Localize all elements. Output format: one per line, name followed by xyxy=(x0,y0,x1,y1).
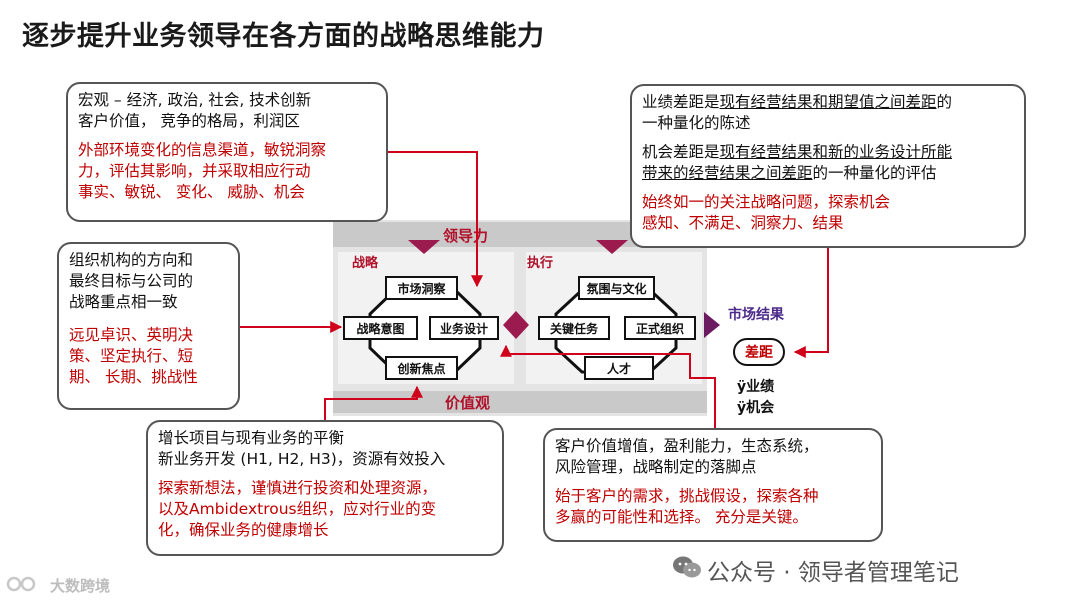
node-innovation-focus: 创新焦点 xyxy=(385,356,458,380)
callout-text: 客户价值增值，盈利能力，生态系统， xyxy=(555,437,819,455)
result-item-performance: ÿ业绩 xyxy=(737,379,775,395)
node-business-design: 业务设计 xyxy=(429,316,499,340)
callout-text: 期、 长期、挑战性 xyxy=(69,368,198,386)
page-title: 逐步提升业务领导在各方面的战略思维能力 xyxy=(22,21,545,52)
callout-text: 机会差距是现有经营结果和新的业务设计所能 xyxy=(642,143,953,161)
callout-text: 始终如一的关注战略问题，探索机会 xyxy=(642,193,891,211)
callout-text: 增长项目与现有业务的平衡 xyxy=(158,429,345,447)
callout-text: 战略重点相一致 xyxy=(69,293,178,311)
wechat-icon xyxy=(672,554,702,580)
node-key-tasks: 关键任务 xyxy=(538,316,610,340)
node-talent: 人才 xyxy=(584,356,654,380)
callout-text: 始于客户的需求，挑战假设，探索各种 xyxy=(555,487,819,505)
node-formal-organization: 正式组织 xyxy=(624,316,696,340)
result-item-opportunity: ÿ机会 xyxy=(737,400,775,416)
callout-text: 策、坚定执行、短 xyxy=(69,347,194,365)
leadership-label: 领导力 xyxy=(443,227,489,245)
callout-text: 宏观 – 经济, 政治, 社会, 技术创新 xyxy=(78,91,312,109)
callout-strategic-intent: 组织机构的方向和 最终目标与公司的 战略重点相一致 远见卓识、英明决 策、坚定执… xyxy=(57,242,240,410)
callout-text: 外部环境变化的信息渠道，敏锐洞察 xyxy=(78,141,327,159)
callout-text: 带来的经营结果之间差距的一种量化的评估 xyxy=(642,164,937,182)
callout-text: 组织机构的方向和 xyxy=(69,251,194,269)
gap-badge: 差距 xyxy=(733,338,785,366)
logo-icon xyxy=(6,572,46,596)
strategy-label: 战略 xyxy=(352,256,379,271)
callout-business-design: 客户价值增值，盈利能力，生态系统， 风险管理，战略制定的落脚点 始于客户的需求，… xyxy=(543,428,883,542)
execution-label: 执行 xyxy=(527,256,554,271)
callout-text: 业绩差距是现有经营结果和期望值之间差距的 xyxy=(642,93,953,111)
values-band xyxy=(333,391,707,413)
callout-market-insight: 宏观 – 经济, 政治, 社会, 技术创新 客户价值， 竞争的格局，利润区 外部… xyxy=(66,82,388,222)
node-climate-culture: 氛围与文化 xyxy=(578,276,655,300)
callout-text: 多赢的可能性和选择。 充分是关键。 xyxy=(555,508,808,526)
callout-text: 感知、不满足、洞察力、结果 xyxy=(642,214,844,232)
callout-text: 以及Ambidextrous组织，应对行业的变 xyxy=(158,500,437,518)
values-label: 价值观 xyxy=(445,394,491,412)
callout-text: 探索新想法，谨慎进行投资和处理资源， xyxy=(158,479,438,497)
callout-innovation-focus: 增长项目与现有业务的平衡 新业务开发 (H1, H2, H3)，资源有效投入 探… xyxy=(146,420,504,556)
callout-text: 力，评估其影响，并采取相应行动 xyxy=(78,162,311,180)
callout-text: 化，确保业务的健康增长 xyxy=(158,521,329,539)
callout-text: 新业务开发 (H1, H2, H3)，资源有效投入 xyxy=(158,450,446,468)
watermark-text: 公众号 · 领导者管理笔记 xyxy=(707,560,959,586)
connector-gap xyxy=(793,246,829,358)
callout-gap-analysis: 业绩差距是现有经营结果和期望值之间差距的 一种量化的陈述 机会差距是现有经营结果… xyxy=(630,84,1026,248)
callout-text: 事实、敏锐、 变化、 威胁、机会 xyxy=(78,183,305,201)
logo-text: 大数跨境 xyxy=(50,577,111,595)
node-strategic-intent: 战略意图 xyxy=(343,316,418,340)
callout-text: 远见卓识、英明决 xyxy=(69,326,194,344)
market-result-label: 市场结果 xyxy=(728,307,784,323)
callout-text: 风险管理，战略制定的落脚点 xyxy=(555,458,757,476)
node-market-insight: 市场洞察 xyxy=(385,276,458,300)
callout-text: 一种量化的陈述 xyxy=(642,114,751,132)
callout-text: 客户价值， 竞争的格局，利润区 xyxy=(78,112,300,130)
callout-text: 最终目标与公司的 xyxy=(69,272,194,290)
